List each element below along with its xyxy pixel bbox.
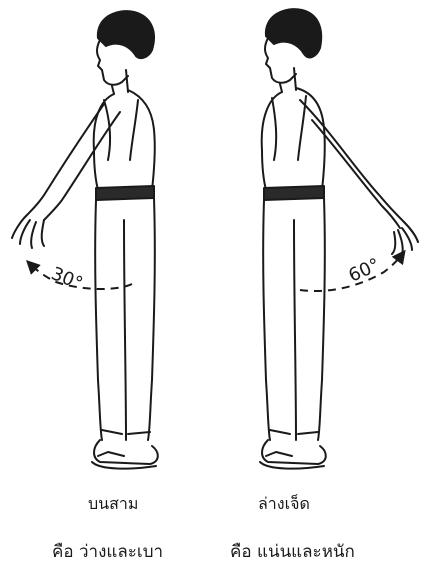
left-figure-feet xyxy=(94,440,158,464)
right-figure-hand xyxy=(392,222,418,254)
right-figure-torso xyxy=(262,88,325,190)
left-figure-hair xyxy=(98,11,154,58)
left-caption-top: บนสาม xyxy=(88,492,138,517)
right-figure xyxy=(260,9,418,468)
left-caption-bottom: คือ ว่างและเบา xyxy=(52,538,163,565)
right-figure-hair xyxy=(266,9,321,57)
right-figure-feet xyxy=(262,440,326,464)
right-figure-trousers xyxy=(263,198,325,440)
left-figure-arm xyxy=(26,104,120,220)
right-figure-belt xyxy=(264,186,324,200)
right-angle-label: 60° xyxy=(345,254,383,286)
left-figure-hand xyxy=(12,216,44,248)
left-figure-trousers xyxy=(95,198,155,440)
left-angle-label: 30° xyxy=(48,263,85,294)
right-caption-top: ล่างเจ็ด xyxy=(258,492,310,517)
right-caption-bottom: คือ แน่นและหนัก xyxy=(230,538,355,565)
left-figure-head xyxy=(97,40,128,85)
left-figure xyxy=(12,11,158,468)
left-figure-belt xyxy=(96,186,154,200)
right-figure-head xyxy=(265,38,296,83)
right-figure-arm xyxy=(300,100,404,228)
